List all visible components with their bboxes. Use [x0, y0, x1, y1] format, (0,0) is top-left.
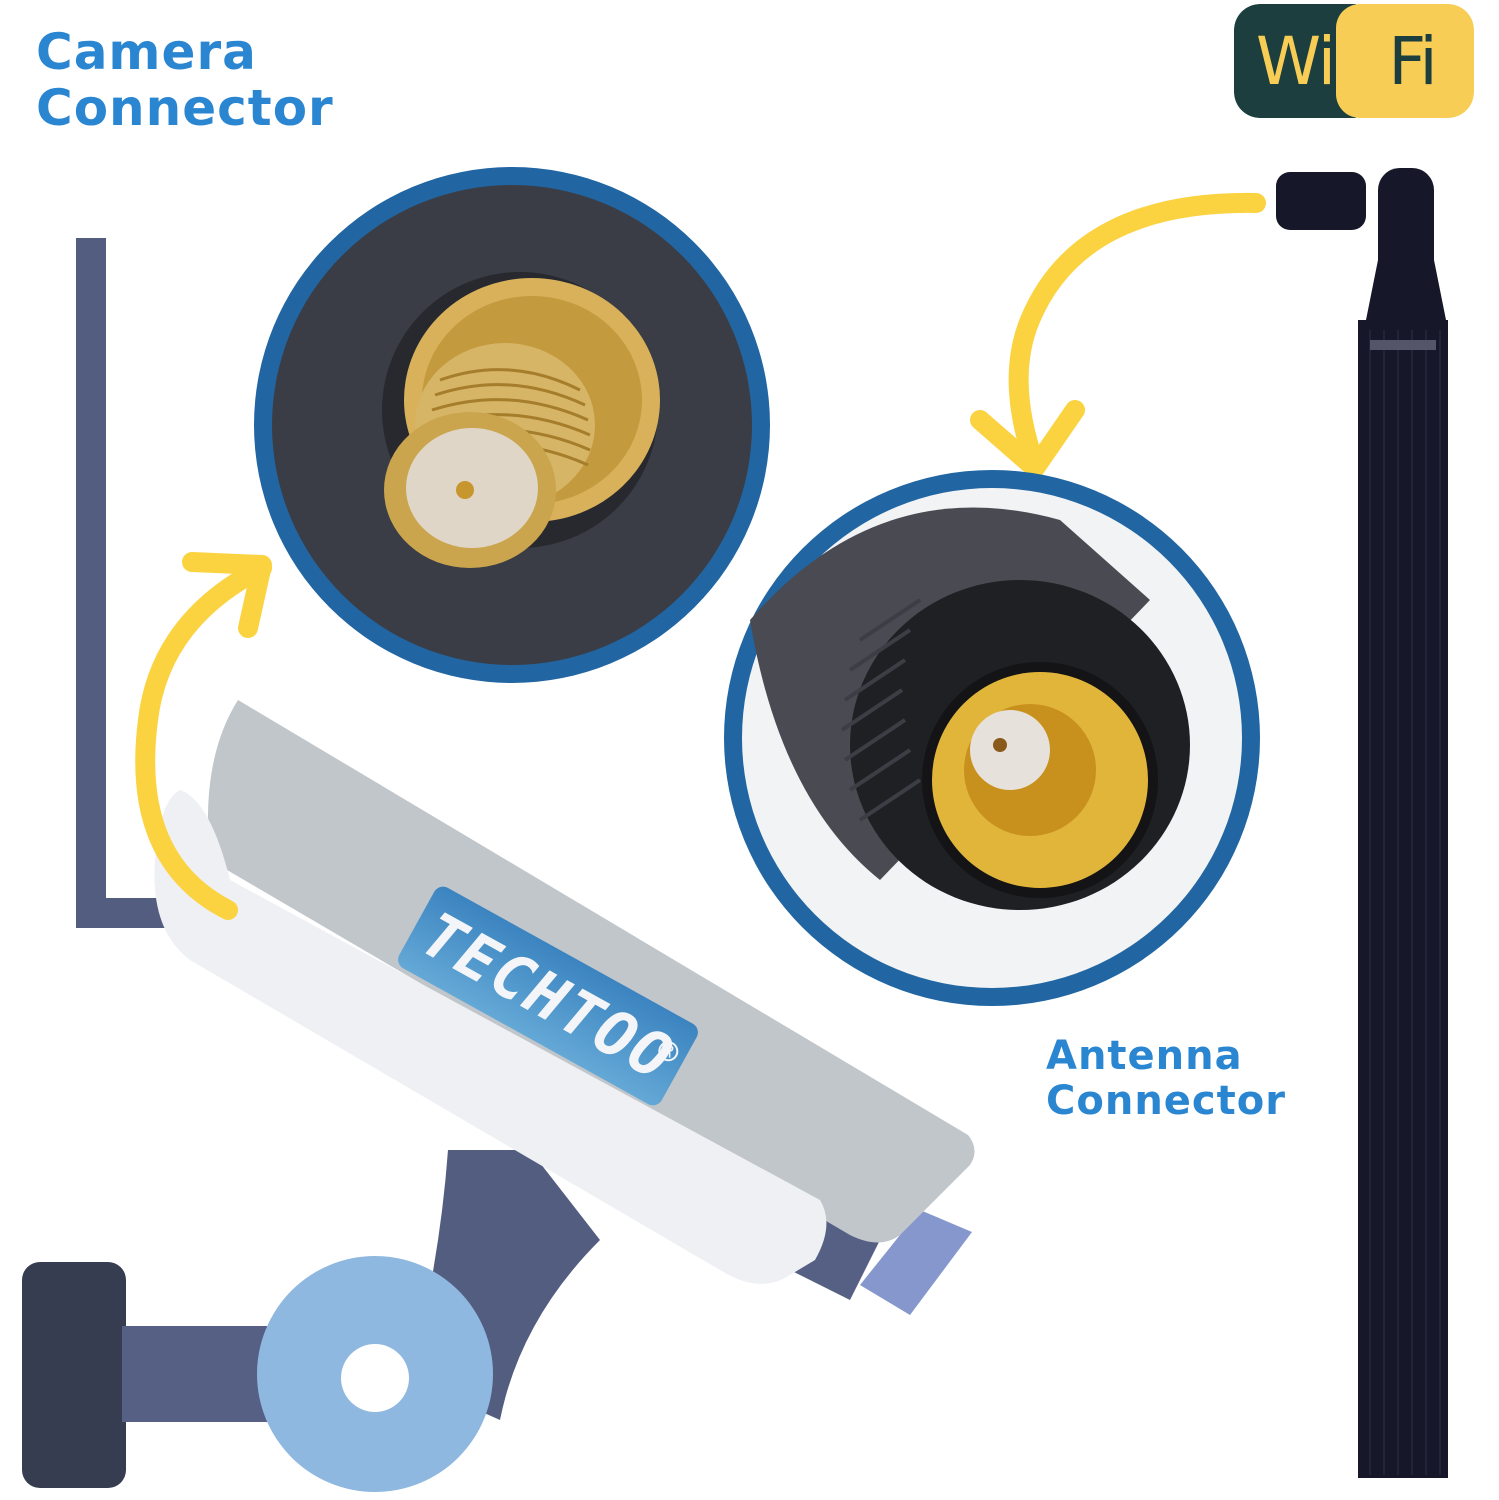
- camera-connector-label-line1: Camera: [36, 23, 257, 81]
- bracket-line: [76, 238, 235, 928]
- lens-front: [860, 1210, 972, 1315]
- antenna-connector-label-line2: Connector: [1046, 1077, 1286, 1124]
- antenna-connector-closeup: [724, 470, 1260, 1006]
- antenna-arrow: [1008, 192, 1266, 475]
- antenna-arrow-head: [970, 400, 1085, 478]
- wifi-badge-left: Wi: [1234, 4, 1356, 118]
- antenna: [1276, 168, 1448, 1478]
- mount-disc-hole: [341, 1344, 409, 1412]
- camera-connector-label: Camera Connector: [36, 24, 334, 136]
- mount-arm: [122, 1326, 282, 1422]
- antenna-connector-label-line1: Antenna: [1046, 1033, 1243, 1079]
- wifi-badge-wi-text: Wi: [1255, 22, 1336, 100]
- camera-arrow-head: [182, 552, 272, 638]
- wifi-badge-right: Fi: [1336, 4, 1474, 118]
- camera-connector-label-line2: Connector: [36, 79, 334, 137]
- camera-arrow: [135, 558, 272, 920]
- antenna-connector-label: Antenna Connector: [1046, 1034, 1286, 1124]
- wifi-badge-icon: Wi Fi: [1234, 4, 1474, 118]
- wall-plate: [22, 1262, 126, 1488]
- wifi-badge-fi-text: Fi: [1388, 22, 1437, 100]
- camera-body: [154, 790, 827, 1284]
- camera-connector-closeup: [254, 167, 770, 683]
